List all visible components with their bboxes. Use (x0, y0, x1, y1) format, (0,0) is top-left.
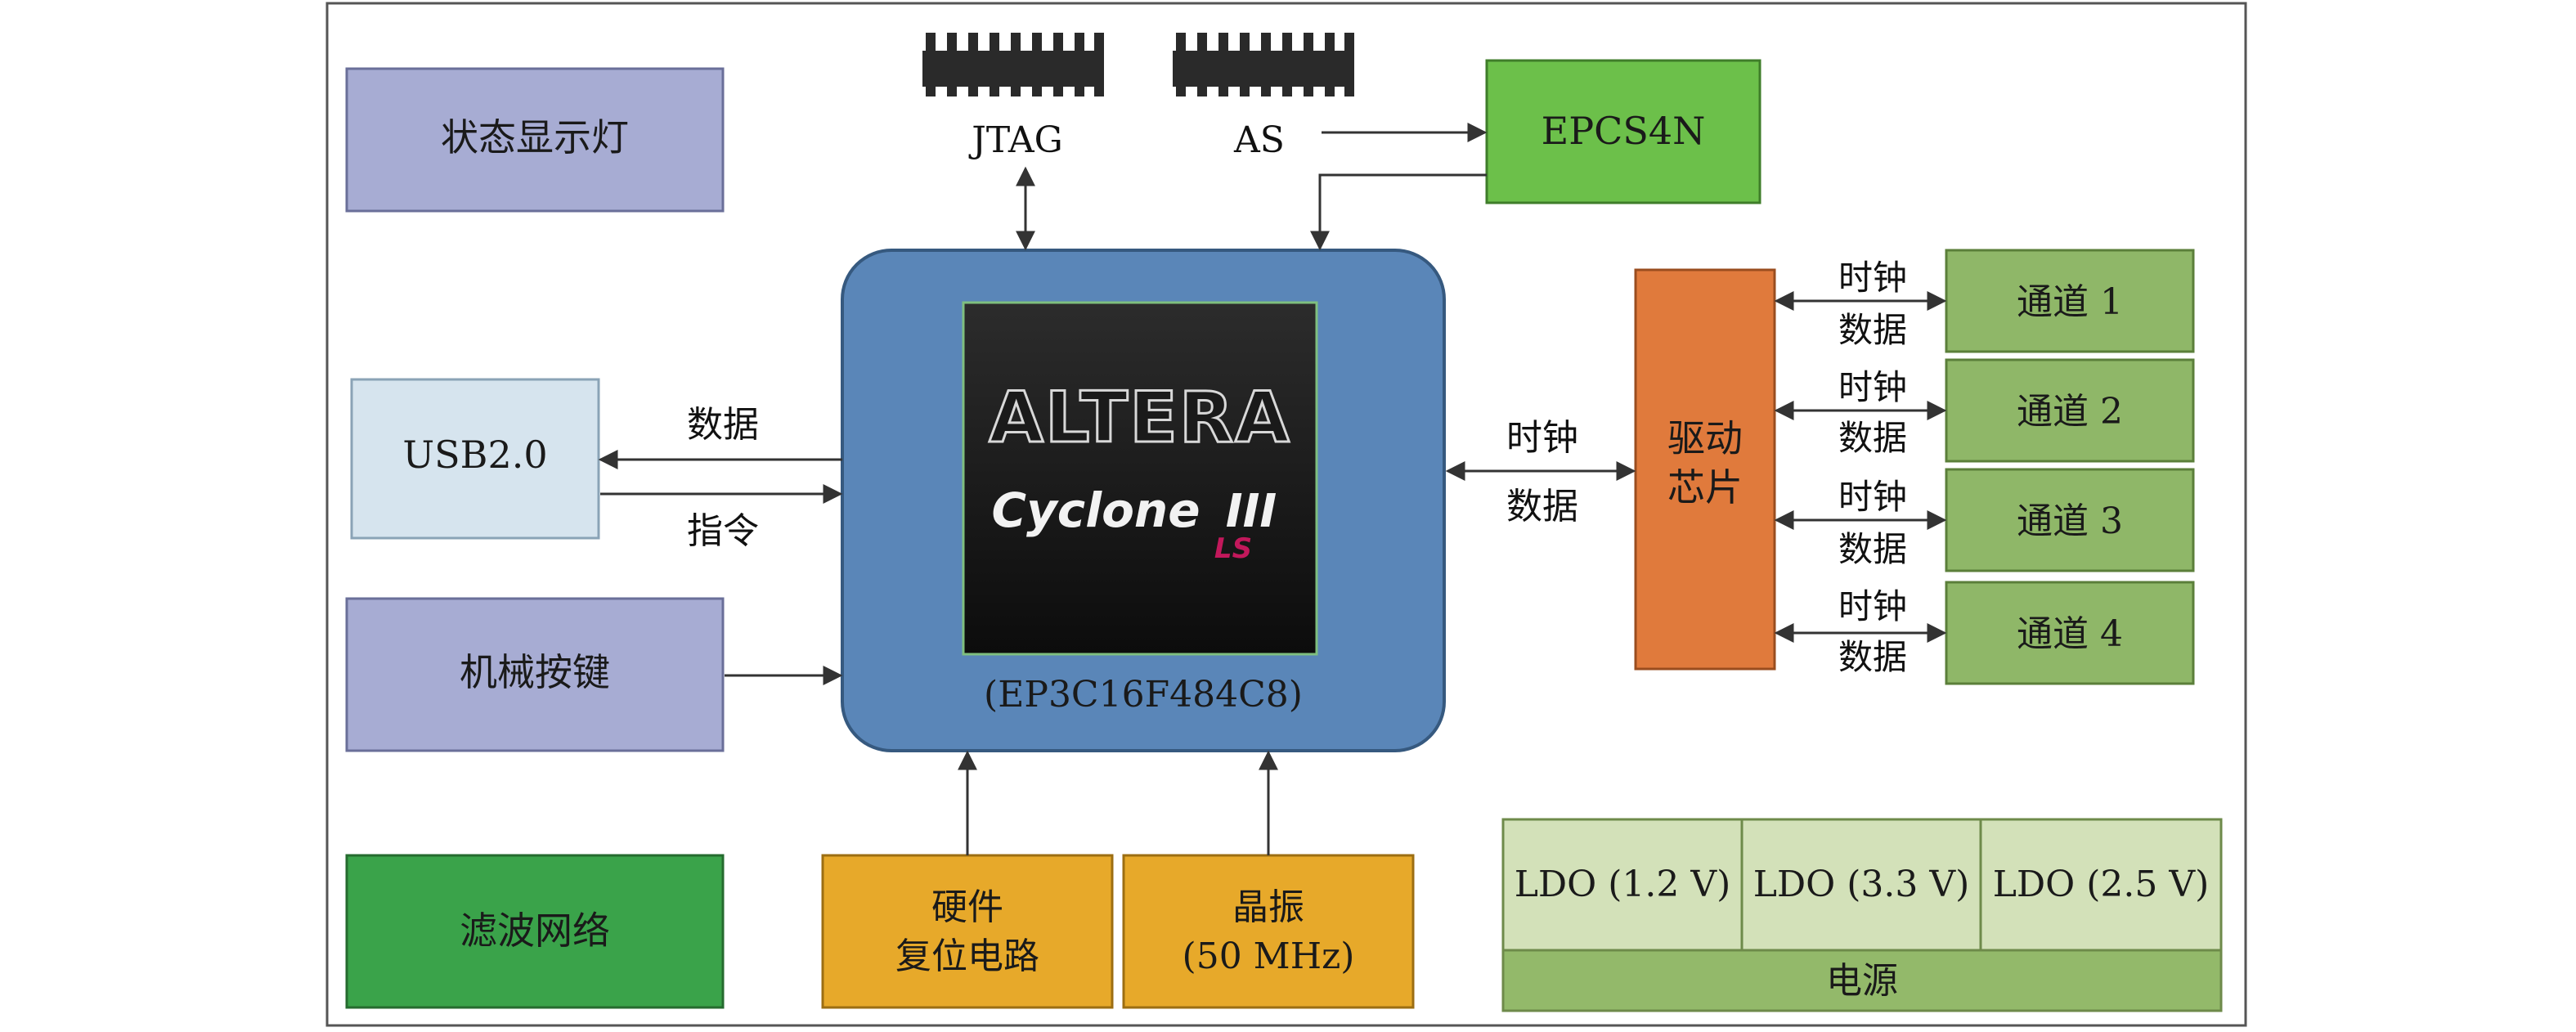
osc-label-line2: (50 MHz) (1183, 936, 1355, 977)
usb-data-label: 数据 (687, 404, 759, 446)
osc-label-line1: 晶振 (1232, 886, 1304, 928)
as-connector: AS (1173, 33, 1354, 161)
ch3-data-label: 数据 (1838, 529, 1907, 569)
channel-block-3: 通道 3 (1945, 468, 2195, 572)
channel-block-1: 通道 1 (1945, 249, 2195, 353)
reset-label-line1: 硬件 (931, 886, 1003, 928)
oscillator-block: 晶振 (50 MHz) (1122, 854, 1415, 1009)
channel-2-label: 通道 2 (2017, 391, 2123, 433)
fpga-chip (962, 301, 1318, 656)
status-led-label: 状态显示灯 (441, 115, 629, 159)
fpga-driver-clock-label: 时钟 (1506, 417, 1578, 459)
fpga-driver-data-label: 数据 (1506, 486, 1578, 527)
ldo-1-label: LDO (1.2 V) (1515, 864, 1731, 905)
power-bar (1501, 949, 2223, 1012)
ch4-clock-label: 时钟 (1838, 586, 1907, 626)
cyclone-sub: LS (1214, 532, 1252, 565)
mech-keys-label: 机械按键 (460, 650, 610, 694)
driver-chip-block: 驱动 芯片 (1634, 268, 1776, 671)
channel-3-label: 通道 3 (2017, 500, 2123, 542)
usb-label: USB2.0 (402, 433, 547, 477)
ldo-1-2v (1501, 818, 1744, 952)
fpga-block: ALTERA Cyclone III LS (EP3C16F484C8) (841, 249, 1446, 752)
filter-label: 滤波网络 (460, 909, 610, 953)
channel-block-4: 通道 4 (1945, 581, 2195, 685)
ch4-data-label: 数据 (1838, 637, 1907, 677)
driver-label-line2: 芯片 (1667, 465, 1743, 509)
jtag-label: JTAG (968, 119, 1063, 161)
ldo-3-label: LDO (2.5 V) (1993, 864, 2210, 905)
fpga-part-number: (EP3C16F484C8) (984, 674, 1303, 716)
power-label: 电源 (1826, 960, 1898, 1002)
usb-block: USB2.0 (350, 378, 600, 540)
epcs-label: EPCS4N (1542, 109, 1706, 153)
ch2-data-label: 数据 (1838, 418, 1907, 458)
ch2-clock-label: 时钟 (1838, 367, 1907, 407)
filter-block: 滤波网络 (345, 854, 725, 1009)
reset-circuit-block: 硬件 复位电路 (821, 854, 1114, 1009)
channel-block-2: 通道 2 (1945, 358, 2195, 463)
altera-logo: ALTERA (989, 377, 1290, 459)
reset-label-line2: 复位电路 (895, 936, 1039, 977)
cyclone-logo: Cyclone (991, 482, 1200, 538)
channel-1-label: 通道 1 (2017, 281, 2123, 323)
ch1-data-label: 数据 (1838, 310, 1907, 350)
ldo-2-label: LDO (3.3 V) (1753, 864, 1970, 905)
ch3-clock-label: 时钟 (1838, 477, 1907, 517)
epcs-block: EPCS4N (1485, 59, 1761, 204)
epcs-fpga-link (1310, 173, 1487, 251)
mech-keys-block: 机械按键 (345, 597, 725, 752)
jtag-connector: JTAG (922, 33, 1104, 161)
power-section: LDO (1.2 V) LDO (3.3 V) LDO (2.5 V) 电源 (1501, 818, 2223, 1012)
cyclone-suffix: III (1226, 485, 1277, 538)
ch1-clock-label: 时钟 (1838, 258, 1907, 298)
channel-4-label: 通道 4 (2017, 613, 2123, 655)
usb-command-label: 指令 (687, 510, 759, 552)
driver-label-line1: 驱动 (1667, 416, 1743, 460)
as-label: AS (1233, 119, 1285, 161)
status-led-block: 状态显示灯 (345, 67, 725, 213)
ldo-2-5v (1979, 818, 2223, 952)
ldo-3-3v (1740, 818, 1982, 952)
